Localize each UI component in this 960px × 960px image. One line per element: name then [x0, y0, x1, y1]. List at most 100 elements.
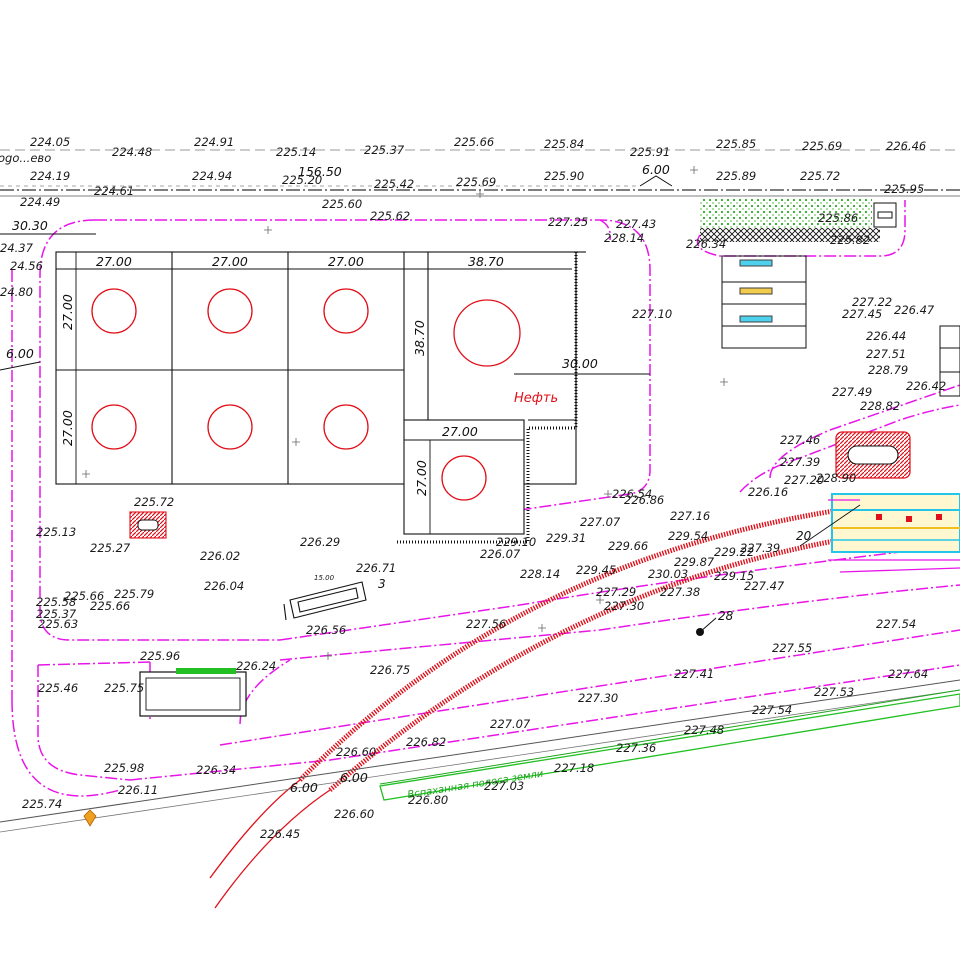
- elevation-label: 224.05: [30, 135, 70, 149]
- dim-col-4: 38.70: [468, 254, 504, 269]
- elevation-label: 225.20: [282, 173, 322, 187]
- dim-row-top: 27.00: [60, 294, 75, 330]
- elevation-label: 227.49: [832, 385, 872, 399]
- elevation-label: 227.22: [852, 295, 892, 309]
- elevation-label: 226.11: [118, 783, 158, 797]
- elevation-label: 227.41: [674, 667, 714, 681]
- dim-lower-width: 27.00: [442, 424, 478, 439]
- elevation-label: 226.07: [480, 547, 521, 561]
- tank: [207, 288, 253, 334]
- elevation-label: 227.25: [548, 215, 588, 229]
- elevation-label: 229.54: [668, 529, 708, 543]
- elevation-label: 225.37: [36, 607, 77, 621]
- survey-crosses: [82, 166, 728, 660]
- dim-offset-6-left: 6.00: [6, 346, 34, 361]
- elevation-label: 226.29: [300, 535, 340, 549]
- elevation-label: 225.14: [276, 145, 316, 159]
- elevation-label: 227.10: [632, 307, 672, 321]
- elevation-label: 226.47: [894, 303, 935, 317]
- elevation-label: 226.46: [886, 139, 926, 153]
- elevation-label: 228.82: [860, 399, 900, 413]
- elevation-label: 225.85: [716, 137, 756, 151]
- elevation-label: 226.42: [906, 379, 946, 393]
- elevation-label: 226.75: [370, 663, 410, 677]
- elevation-label: 225.84: [544, 137, 584, 151]
- elevation-label: 227.39: [740, 541, 780, 555]
- elevation-label: 227.07: [490, 717, 531, 731]
- elevation-label: 225.66: [454, 135, 494, 149]
- elevation-label: 227.45: [842, 307, 882, 321]
- dim-offset-30: 30.30: [12, 218, 48, 233]
- elevation-label: 227.38: [660, 585, 700, 599]
- elevation-label: 226.54: [612, 487, 652, 501]
- elevation-label: 227.07: [580, 515, 621, 529]
- dim-bottom-6-a: 6.00: [290, 780, 318, 795]
- elevation-label: 227.16: [670, 509, 710, 523]
- elevation-label: 224.94: [192, 169, 232, 183]
- tank: [441, 455, 487, 501]
- elevation-label: 224.19: [30, 169, 70, 183]
- elevation-label: 225.60: [322, 197, 362, 211]
- elevation-label: 226.16: [748, 485, 788, 499]
- green-area: [700, 198, 897, 242]
- elevation-label: 225.95: [884, 182, 924, 196]
- elevation-label: 225.13: [36, 525, 76, 539]
- dim-row-bottom: 27.00: [60, 410, 75, 446]
- dim-big-tank-height: 38.70: [412, 320, 427, 356]
- loading-rack: [799, 493, 960, 573]
- elevation-label: 229.45: [576, 563, 616, 577]
- elevation-label: 24.37: [0, 241, 34, 255]
- elevation-label: 229.66: [608, 539, 648, 553]
- parking-area: [721, 255, 960, 397]
- mark-3: 3: [378, 577, 386, 591]
- dim-col-2: 27.00: [212, 254, 248, 269]
- elevation-label: 225.89: [716, 169, 756, 183]
- elevation-label: 226.86: [624, 493, 664, 507]
- elevation-label: 228.14: [520, 567, 560, 581]
- elevation-label: 225.66: [64, 589, 104, 603]
- tank: [207, 404, 253, 450]
- tank-farm: [55, 251, 586, 544]
- small-structure: [283, 581, 367, 621]
- elevation-label: 227.64: [888, 667, 928, 681]
- elevation-label: 227.29: [596, 585, 636, 599]
- elevation-label: 226.60: [336, 745, 376, 759]
- elevation-label: 224.49: [20, 195, 60, 209]
- dim-top-6: 6.00: [642, 162, 670, 177]
- tank: [91, 404, 137, 450]
- elevation-label: 226.80: [408, 793, 448, 807]
- elevation-label: 226.56: [306, 623, 346, 637]
- oil-label: Нефть: [514, 391, 558, 406]
- elevation-label: 229.22: [714, 545, 754, 559]
- tank-large: [453, 299, 521, 367]
- dim-bottom-6-b: 6.00: [340, 770, 368, 785]
- drainage-structure: [835, 431, 911, 479]
- elevation-label: 225.74: [22, 797, 62, 811]
- elevation-label: 226.82: [406, 735, 446, 749]
- elevation-label: 227.20: [784, 473, 824, 487]
- elevation-label: 225.46: [38, 681, 78, 695]
- elevation-label: 228.79: [868, 363, 908, 377]
- node-28: [696, 617, 717, 636]
- dim-top-156: 156.50: [298, 164, 342, 179]
- dim-col-3: 27.00: [328, 254, 364, 269]
- elevation-label: 225.58: [36, 595, 76, 609]
- elevation-label: 227.36: [616, 741, 656, 755]
- mark-20: 20: [796, 529, 812, 543]
- elevation-label: 225.86: [818, 211, 858, 225]
- elevation-label: 226.60: [334, 807, 374, 821]
- elevation-label: 227.51: [866, 347, 906, 361]
- elevation-label: 225.90: [544, 169, 584, 183]
- elevation-label: 227.46: [780, 433, 820, 447]
- elevation-label: 227.56: [466, 617, 506, 631]
- elevation-label: 226.44: [866, 329, 906, 343]
- elevation-label: 225.72: [800, 169, 840, 183]
- elevation-label: 226.34: [196, 763, 236, 777]
- elevation-label: 230.03: [648, 567, 688, 581]
- elevation-label: 227.54: [752, 703, 792, 717]
- elevation-label: 224.91: [194, 135, 234, 149]
- elevation-label: 226.34: [686, 237, 726, 251]
- elevation-label: 228.90: [816, 471, 856, 485]
- elevation-label: 227.48: [684, 723, 724, 737]
